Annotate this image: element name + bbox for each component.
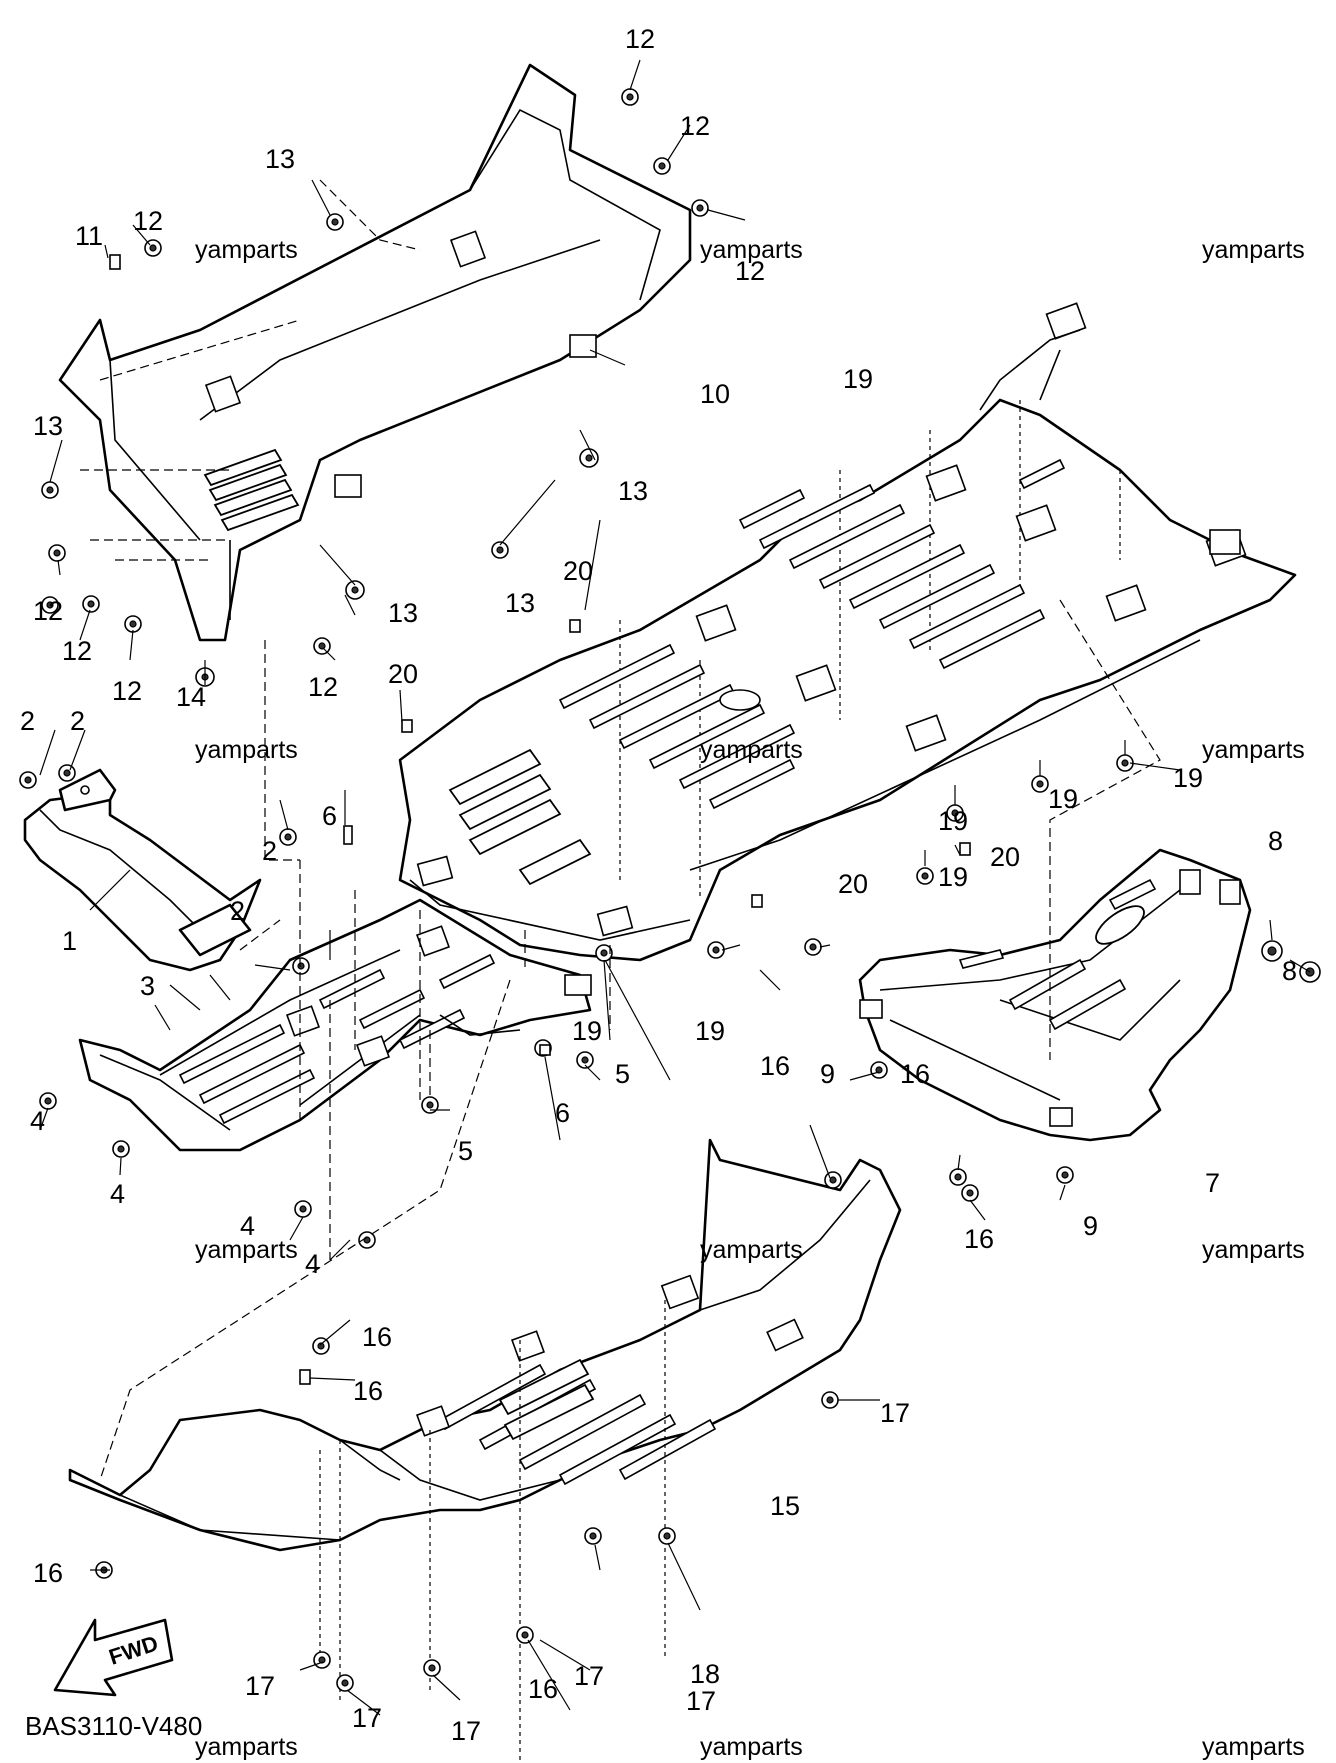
part-7-guard — [858, 848, 1252, 1142]
callout-16: 16 — [900, 1059, 930, 1089]
watermark: yamparts — [700, 1236, 803, 1264]
diagram-code: BAS3110-V480 — [25, 1711, 202, 1741]
callout-19: 19 — [1173, 763, 1203, 793]
callout-14: 14 — [176, 682, 206, 712]
watermark: yamparts — [700, 236, 803, 264]
part-3-guard — [78, 898, 592, 1152]
watermark: yamparts — [1202, 736, 1305, 764]
callout-5: 5 — [615, 1059, 630, 1089]
callout-10: 10 — [700, 379, 730, 409]
callout-5: 5 — [458, 1136, 473, 1166]
callout-19: 19 — [843, 364, 873, 394]
callout-9: 9 — [820, 1059, 835, 1089]
callout-2: 2 — [20, 706, 35, 736]
callout-20: 20 — [838, 869, 868, 899]
callout-1: 1 — [62, 926, 77, 956]
callout-12: 12 — [680, 111, 710, 141]
callout-12: 12 — [133, 206, 163, 236]
callout-11: 11 — [75, 221, 103, 251]
watermark: yamparts — [700, 736, 803, 764]
leader-lines — [39, 59, 1311, 1716]
watermark: yamparts — [700, 1733, 803, 1761]
watermark: yamparts — [1202, 1236, 1305, 1264]
callout-6: 6 — [322, 801, 337, 831]
callout-13: 13 — [505, 588, 535, 618]
callout-20: 20 — [388, 659, 418, 689]
callout-13: 13 — [618, 476, 648, 506]
callout-4: 4 — [110, 1179, 125, 1209]
callout-19: 19 — [938, 806, 968, 836]
callout-12: 12 — [33, 596, 63, 626]
callout-3: 3 — [140, 971, 155, 1001]
callout-12: 12 — [62, 636, 92, 666]
part-1-bracket — [23, 768, 262, 972]
part-14-guard — [68, 1138, 902, 1763]
callout-16: 16 — [362, 1322, 392, 1352]
callout-19: 19 — [572, 1016, 602, 1046]
callout-16: 16 — [353, 1376, 383, 1406]
callout-20: 20 — [990, 842, 1020, 872]
callout-20: 20 — [563, 556, 593, 586]
callout-2: 2 — [70, 706, 85, 736]
callout-6: 6 — [555, 1098, 570, 1128]
callout-19: 19 — [938, 862, 968, 892]
callout-16: 16 — [760, 1051, 790, 1081]
callout-12: 12 — [625, 24, 655, 54]
watermark: yamparts — [195, 736, 298, 764]
callout-12: 12 — [735, 256, 765, 286]
callout-17: 17 — [352, 1703, 382, 1733]
callout-16: 16 — [964, 1224, 994, 1254]
callout-18: 18 — [690, 1659, 720, 1689]
callout-4: 4 — [30, 1106, 45, 1136]
callout-15: 15 — [770, 1491, 800, 1521]
fwd-arrow — [53, 1618, 174, 1697]
watermark: yamparts — [1202, 1733, 1305, 1761]
callout-7: 7 — [1205, 1168, 1220, 1198]
watermark: yamparts — [195, 1236, 298, 1264]
callout-16: 16 — [528, 1674, 558, 1704]
callout-12: 12 — [112, 676, 142, 706]
watermark: yamparts — [1202, 236, 1305, 264]
callout-2: 2 — [262, 836, 277, 866]
watermark: yamparts — [195, 236, 298, 264]
watermarks: yamparts yamparts yamparts yamparts yamparts… — [195, 236, 1305, 1761]
callout-2: 2 — [230, 896, 245, 926]
callout-16: 16 — [33, 1558, 63, 1588]
callout-19: 19 — [1048, 784, 1078, 814]
callout-9: 9 — [1083, 1211, 1098, 1241]
callout-4: 4 — [240, 1211, 255, 1241]
callout-13: 13 — [33, 411, 63, 441]
callout-13: 13 — [388, 598, 418, 628]
callout-17: 17 — [880, 1398, 910, 1428]
callout-4: 4 — [305, 1249, 320, 1279]
callout-17: 17 — [686, 1686, 716, 1716]
callout-8: 8 — [1282, 956, 1297, 986]
callout-17: 17 — [574, 1661, 604, 1691]
watermark: yamparts — [195, 1733, 298, 1761]
callout-12: 12 — [308, 672, 338, 702]
callout-17: 17 — [451, 1716, 481, 1746]
callout-17: 17 — [245, 1671, 275, 1701]
callout-13: 13 — [265, 144, 295, 174]
callout-19: 19 — [695, 1016, 725, 1046]
part-18-skid-plate — [398, 302, 1297, 962]
callout-8: 8 — [1268, 826, 1283, 856]
